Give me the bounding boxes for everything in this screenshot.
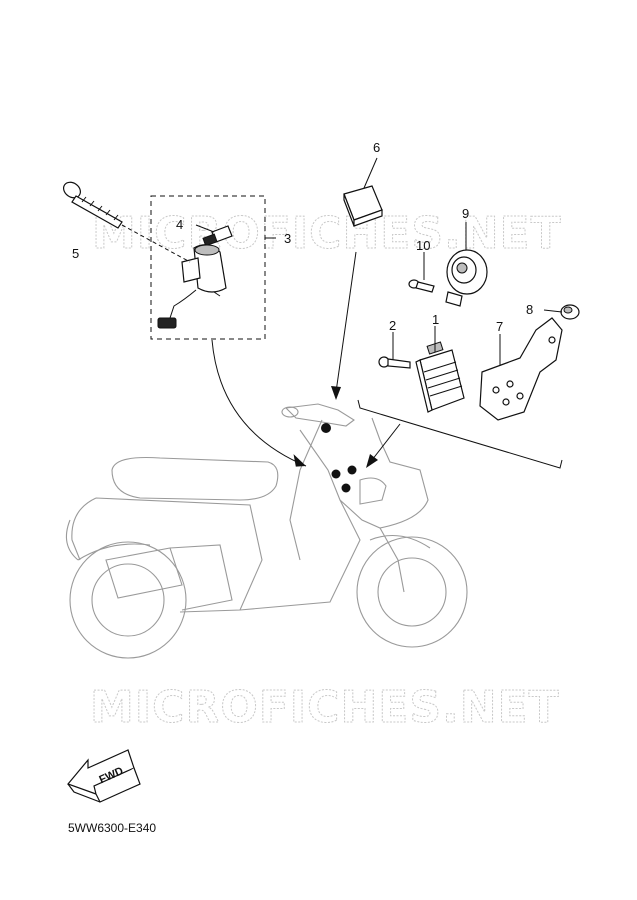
callout-3: 3 [284, 231, 291, 246]
callout-10: 10 [416, 238, 430, 253]
part-7-bracket [479, 317, 563, 421]
callout-1: 1 [432, 312, 439, 327]
callout-7: 7 [496, 319, 503, 334]
watermark-top: MICROFICHES.NET [92, 208, 562, 259]
main-switch-group-box [150, 195, 266, 340]
watermark-bottom: MICROFICHES.NET [90, 682, 560, 733]
main-switch-body [157, 244, 227, 329]
leader-6 [363, 157, 378, 189]
part-1-rectifier [415, 341, 465, 413]
part-8-grommet [560, 304, 580, 320]
part-5-bolt [63, 181, 191, 263]
arrow-main-switch [211, 339, 307, 467]
part-10-bolt [408, 279, 435, 293]
callout-9: 9 [462, 206, 469, 221]
diagram-code: 5WW6300-E340 [68, 821, 156, 835]
callout-8: 8 [526, 302, 533, 317]
fwd-direction-arrow: FWD [66, 749, 141, 803]
part-4-key [202, 225, 233, 247]
arrow-relay [335, 251, 357, 393]
arrow-bracket-group [371, 423, 401, 461]
group-bracket-line [357, 399, 563, 469]
leader-4 [195, 224, 215, 233]
mount-point-dot [341, 483, 351, 493]
mount-point-dot [321, 423, 331, 433]
part-9-horn [445, 249, 488, 307]
mount-point-dot [331, 469, 341, 479]
callout-5: 5 [72, 246, 79, 261]
callout-4: 4 [176, 217, 183, 232]
part-6-relay [343, 185, 383, 227]
callout-2: 2 [389, 318, 396, 333]
callout-6: 6 [373, 140, 380, 155]
mount-point-dot [347, 465, 357, 475]
scooter-outline [65, 403, 468, 659]
part-2-bolt [378, 356, 411, 369]
leader-8 [543, 309, 563, 313]
